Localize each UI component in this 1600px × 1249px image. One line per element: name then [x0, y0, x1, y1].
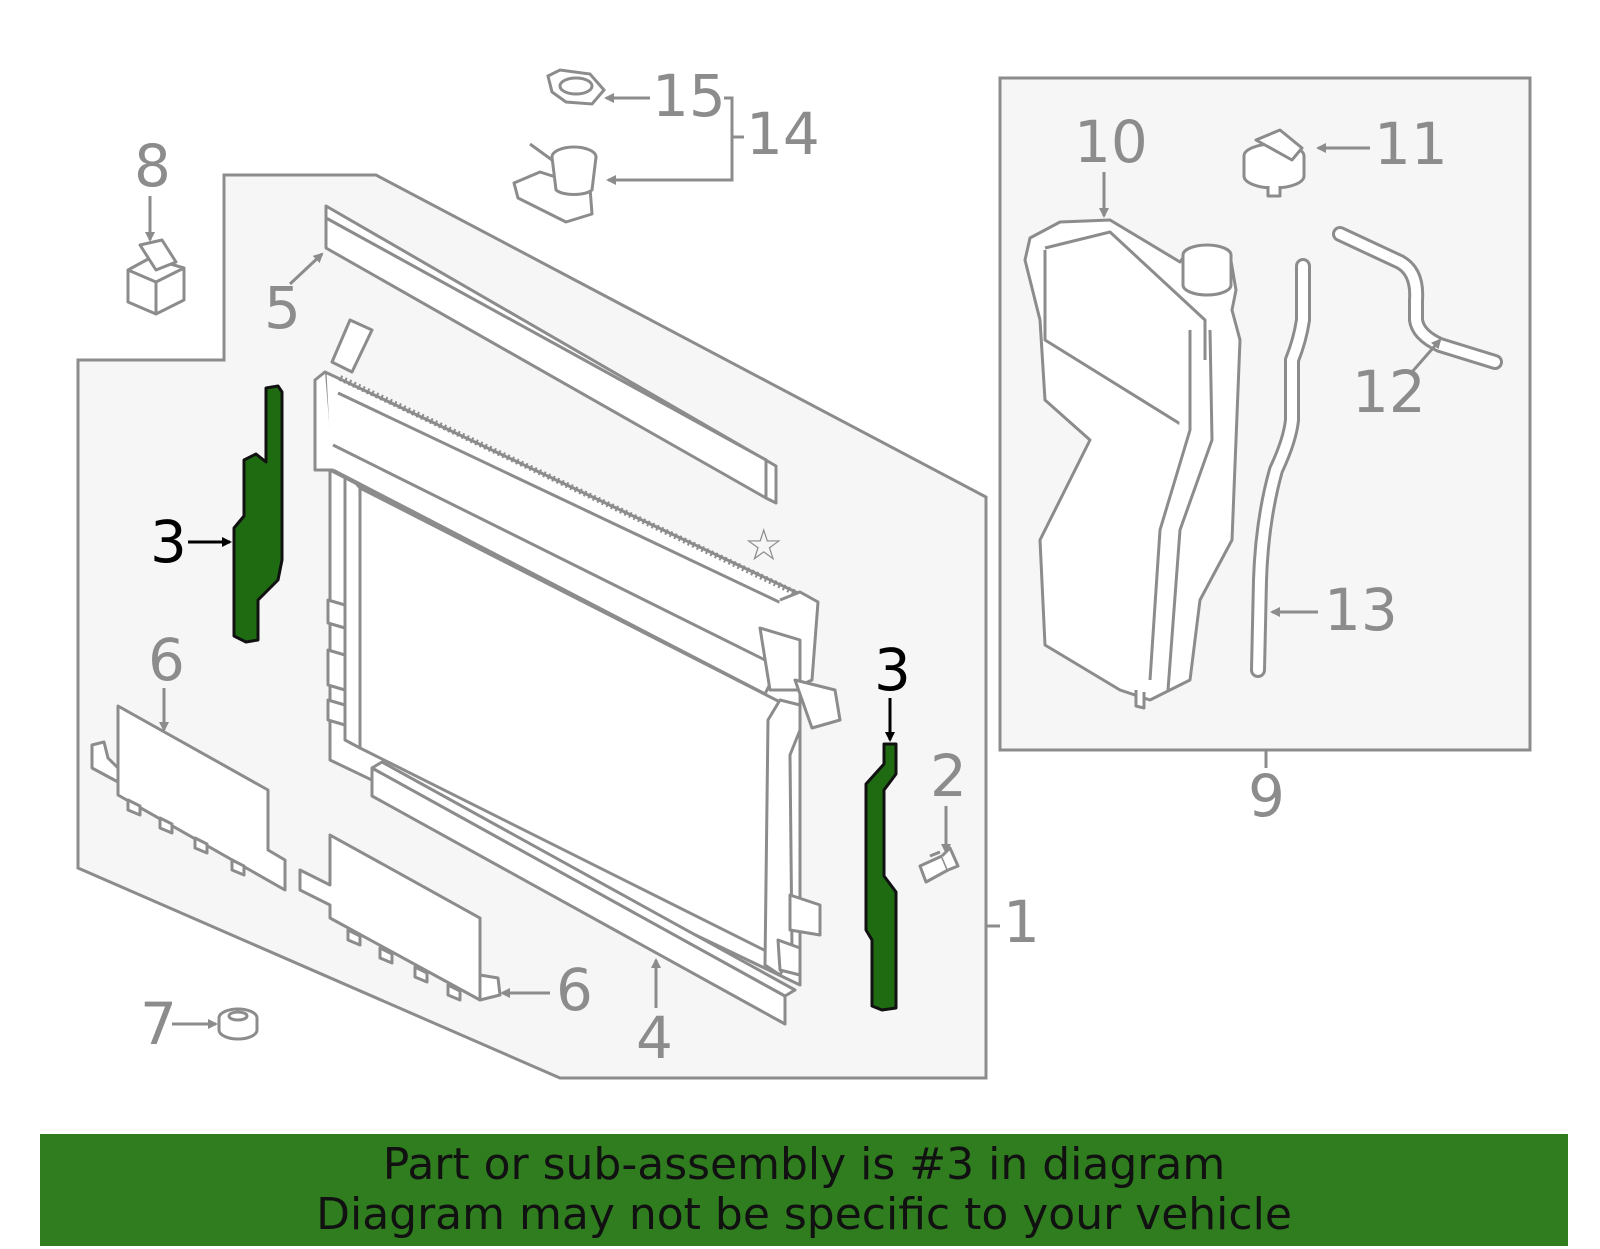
callout-9: 9: [1248, 762, 1285, 830]
part-3-seal-right: [864, 742, 898, 1012]
info-banner: Part or sub-assembly is #3 in diagram Di…: [40, 1134, 1568, 1246]
part-14-filler-neck: [512, 142, 598, 224]
radiator: [313, 318, 842, 987]
banner-line-1: Part or sub-assembly is #3 in diagram: [382, 1139, 1226, 1190]
leader-lines: [145, 93, 1442, 1029]
callout-11: 11: [1374, 110, 1448, 178]
part-4-lower-seal: [370, 760, 797, 1026]
part-7-clip: [217, 1007, 259, 1041]
callout-10: 10: [1074, 108, 1148, 176]
part-11-cap: [1242, 128, 1306, 198]
callout-1: 1: [1003, 888, 1040, 956]
callout-5: 5: [264, 274, 301, 342]
part-15-cap: [546, 68, 606, 106]
callout-3-right: 3: [874, 636, 911, 704]
callout-8: 8: [134, 132, 171, 200]
leader-lines-highlight: [188, 537, 895, 742]
part-10-reservoir: [1023, 218, 1242, 710]
part-3-seal-left: [232, 384, 284, 644]
part-5-upper-seal: [324, 204, 778, 505]
callout-3-left: 3: [150, 508, 187, 576]
banner-line-2: Diagram may not be specific to your vehi…: [316, 1189, 1292, 1240]
part-6-air-guide-right: [298, 833, 502, 1002]
callout-13: 13: [1324, 576, 1398, 644]
callout-6-top: 6: [148, 626, 185, 694]
callout-15: 15: [652, 62, 726, 130]
callout-6-bottom: 6: [556, 956, 593, 1024]
callout-14: 14: [746, 100, 820, 168]
part-6-air-guide-left: [90, 704, 287, 892]
part-8-bracket: [126, 238, 186, 316]
callout-12: 12: [1352, 358, 1426, 426]
callout-2: 2: [930, 742, 967, 810]
star-icon: ☆: [744, 520, 783, 571]
callout-7: 7: [140, 990, 177, 1058]
callout-4: 4: [636, 1004, 673, 1072]
